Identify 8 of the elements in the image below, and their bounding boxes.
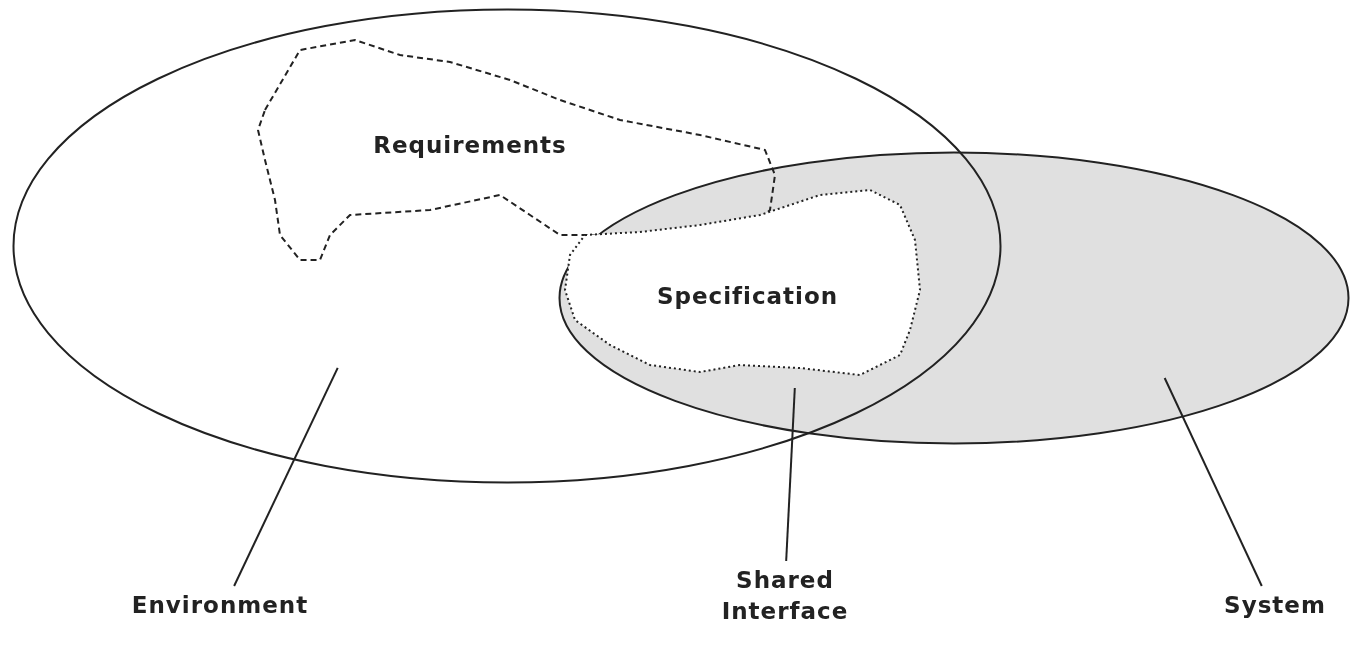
shared-interface-label: Shared Interface bbox=[720, 565, 850, 631]
leader-line bbox=[233, 366, 339, 587]
leader-line bbox=[1163, 376, 1263, 587]
region-label: Requirements bbox=[372, 131, 568, 160]
region-label: Specification bbox=[655, 282, 840, 311]
system-label: System bbox=[1215, 590, 1335, 626]
environment-label: Environment bbox=[130, 590, 310, 626]
leader-line bbox=[785, 386, 796, 562]
